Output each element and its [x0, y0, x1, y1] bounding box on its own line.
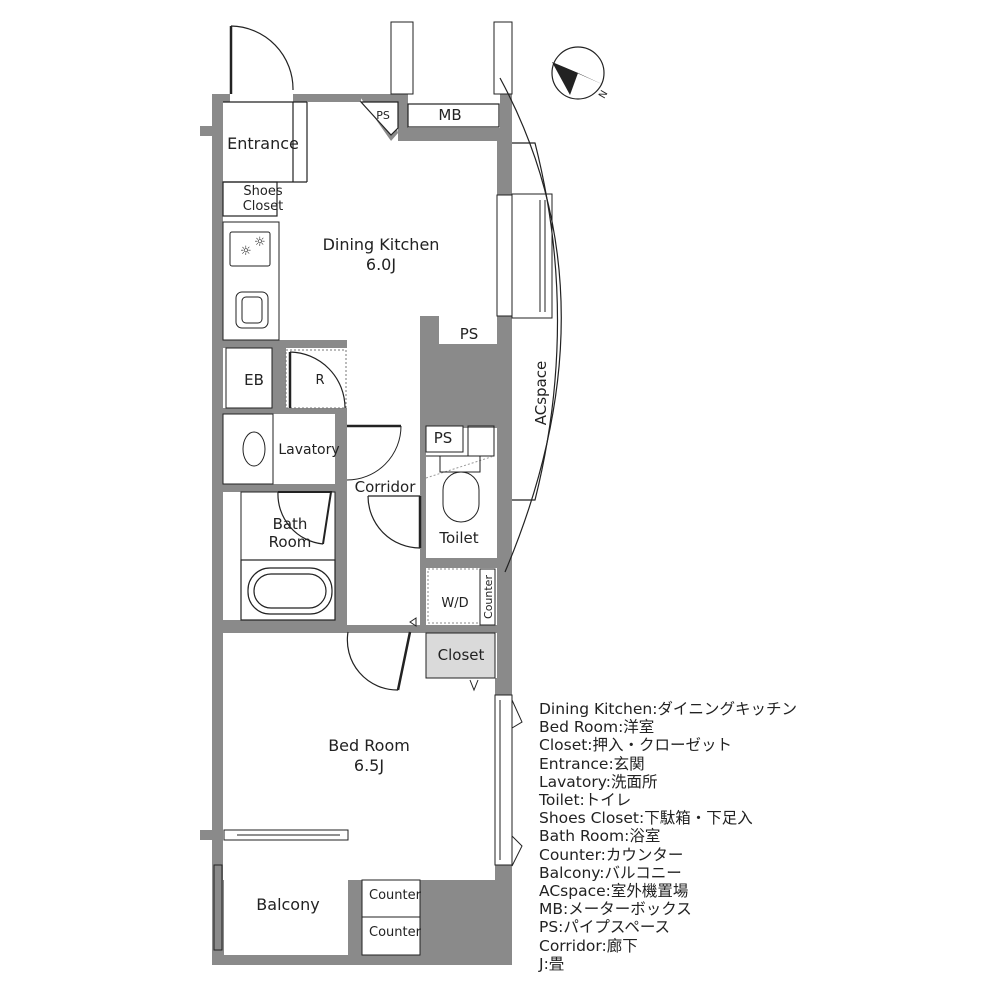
counter-label-1: Counter — [369, 888, 422, 903]
walls — [200, 94, 512, 965]
legend-item: Counter:カウンター — [539, 845, 684, 864]
legend-item: ACspace:室外機置場 — [539, 882, 689, 901]
bath-room-label-2: Room — [269, 533, 312, 551]
corridor-doors — [346, 495, 422, 691]
legend-item: PS:パイプスペース — [539, 918, 671, 937]
legend-item: Dining Kitchen:ダイニングキッチン — [539, 700, 797, 718]
lavatory-fixtures — [222, 413, 402, 485]
legend-item: MB:メーターボックス — [539, 900, 692, 919]
top-window-frames — [390, 21, 513, 95]
toilet-fixture — [425, 425, 495, 523]
corridor-label: Corridor — [355, 478, 417, 496]
acspace-label: ACspace — [532, 361, 550, 425]
kitchen-counter: ☼ ☼ — [222, 221, 280, 341]
legend-item: Corridor:廊下 — [539, 936, 638, 955]
ps-toilet-label: PS — [434, 429, 453, 447]
bath-fixtures — [240, 491, 336, 621]
ps-top-label: PS — [376, 109, 390, 122]
bath-room-label-1: Bath — [273, 515, 308, 533]
compass — [551, 46, 605, 100]
compass-north-label: N — [597, 89, 610, 101]
ps-mid-label: PS — [460, 325, 479, 343]
legend-item: Bed Room:洋室 — [539, 718, 655, 737]
balcony-area — [213, 829, 421, 956]
bed-room-label: Bed Room — [328, 736, 410, 755]
shoes-closet-label-1: Shoes — [243, 184, 282, 199]
eb-label: EB — [244, 371, 264, 389]
balcony-label: Balcony — [256, 895, 319, 914]
r-label: R — [315, 373, 324, 388]
legend-item: Bath Room:浴室 — [539, 827, 661, 846]
wd-label: W/D — [441, 596, 468, 611]
legend-item: Toilet:トイレ — [539, 791, 632, 810]
wd-fixture — [427, 568, 496, 626]
lavatory-label: Lavatory — [278, 442, 339, 458]
bed-room-size: 6.5J — [354, 756, 384, 775]
legend-item: Shoes Closet:下駄箱・下足入 — [539, 809, 753, 828]
entrance-label: Entrance — [227, 134, 299, 153]
mb-ps-top — [359, 101, 500, 136]
toilet-label: Toilet — [438, 529, 478, 547]
legend: Dining Kitchen:ダイニングキッチン Bed Room:洋室 Clo… — [539, 700, 797, 973]
dining-kitchen-label: Dining Kitchen — [323, 235, 440, 254]
counter-label-2: Counter — [369, 925, 422, 940]
acspace-outline — [499, 77, 562, 573]
kitchen-window — [496, 193, 553, 319]
mb-label: MB — [438, 106, 461, 124]
svg-text:☼: ☼ — [240, 244, 252, 259]
dining-kitchen-size: 6.0J — [366, 255, 396, 274]
refrigerator-space — [285, 349, 347, 409]
svg-text:☼: ☼ — [254, 235, 266, 250]
legend-item: Entrance:玄関 — [539, 754, 645, 773]
legend-item: Balcony:バルコニー — [539, 863, 682, 882]
room-labels: Entrance Shoes Closet PS MB Dining Kitch… — [227, 89, 610, 940]
legend-item: J:畳 — [539, 954, 565, 973]
legend-item: Lavatory:洗面所 — [539, 772, 658, 791]
closet-label: Closet — [438, 646, 485, 664]
entrance-area — [222, 25, 308, 217]
r-door — [288, 351, 346, 409]
closet-fixture — [409, 617, 496, 692]
legend-item: Closet:押入・クローゼット — [539, 736, 733, 755]
counter-wd-label: Counter — [482, 575, 495, 619]
shoes-closet-label-2: Closet — [243, 199, 284, 214]
bedroom-window — [494, 694, 523, 867]
